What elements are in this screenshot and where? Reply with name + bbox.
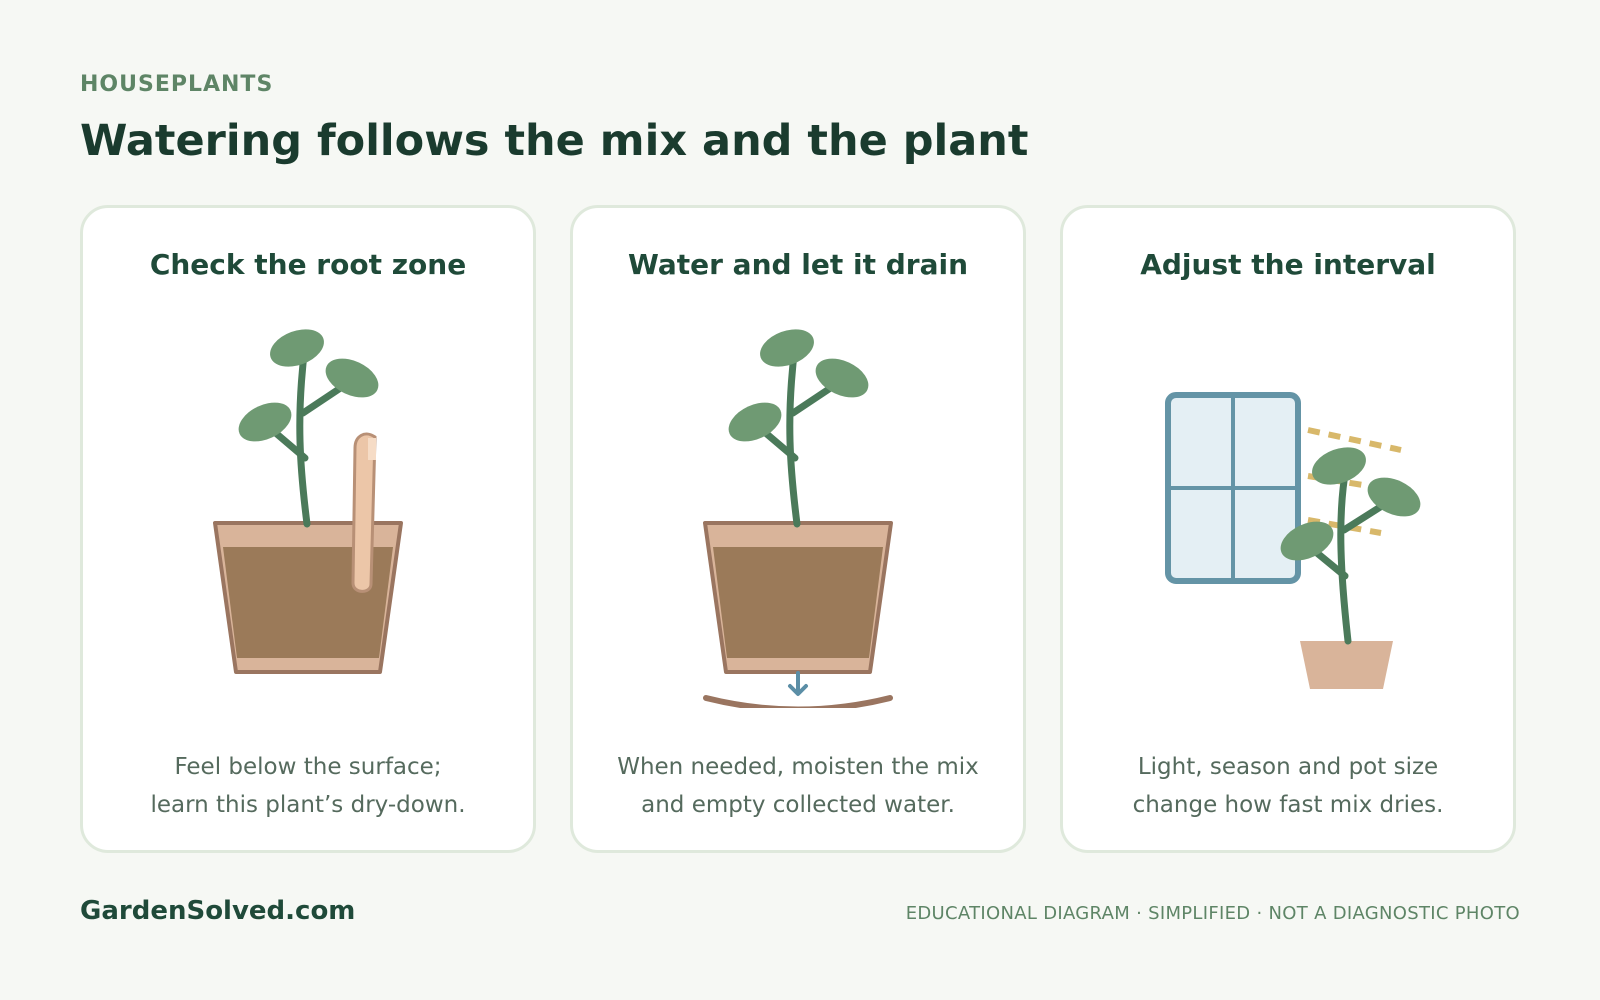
- card-description-line: and empty collected water.: [641, 792, 955, 818]
- finger-in-soil-icon: [213, 329, 403, 674]
- window-light-icon: [1165, 392, 1421, 689]
- card-description-line: learn this plant’s dry-down.: [150, 792, 466, 818]
- water-drop-arrow-icon: [788, 671, 808, 696]
- card-check-root-zone: Check the root zone Feel below the surfa…: [80, 205, 536, 853]
- page-title: Watering follows the mix and the plant: [80, 116, 1029, 166]
- footer-note: EDUCATIONAL DIAGRAM · SIMPLIFIED · NOT A…: [905, 903, 1520, 924]
- card-description-line: When needed, moisten the mix: [617, 754, 979, 780]
- card-title: Check the root zone: [149, 248, 467, 281]
- card-title: Water and let it drain: [627, 248, 969, 281]
- brand-name: GardenSolved.com: [80, 896, 356, 926]
- card-title: Adjust the interval: [1140, 248, 1436, 281]
- card-adjust-interval: Adjust the interval Light, season and po…: [1060, 205, 1516, 853]
- card-description-line: Light, season and pot size: [1137, 754, 1439, 780]
- card-description-line: Feel below the surface;: [174, 754, 442, 780]
- eyebrow-label: HOUSEPLANTS: [80, 72, 274, 97]
- pot-draining-icon: [703, 329, 893, 708]
- card-water-and-drain: Water and let it drain When needed, mois…: [570, 205, 1026, 853]
- card-description-line: change how fast mix dries.: [1132, 792, 1444, 818]
